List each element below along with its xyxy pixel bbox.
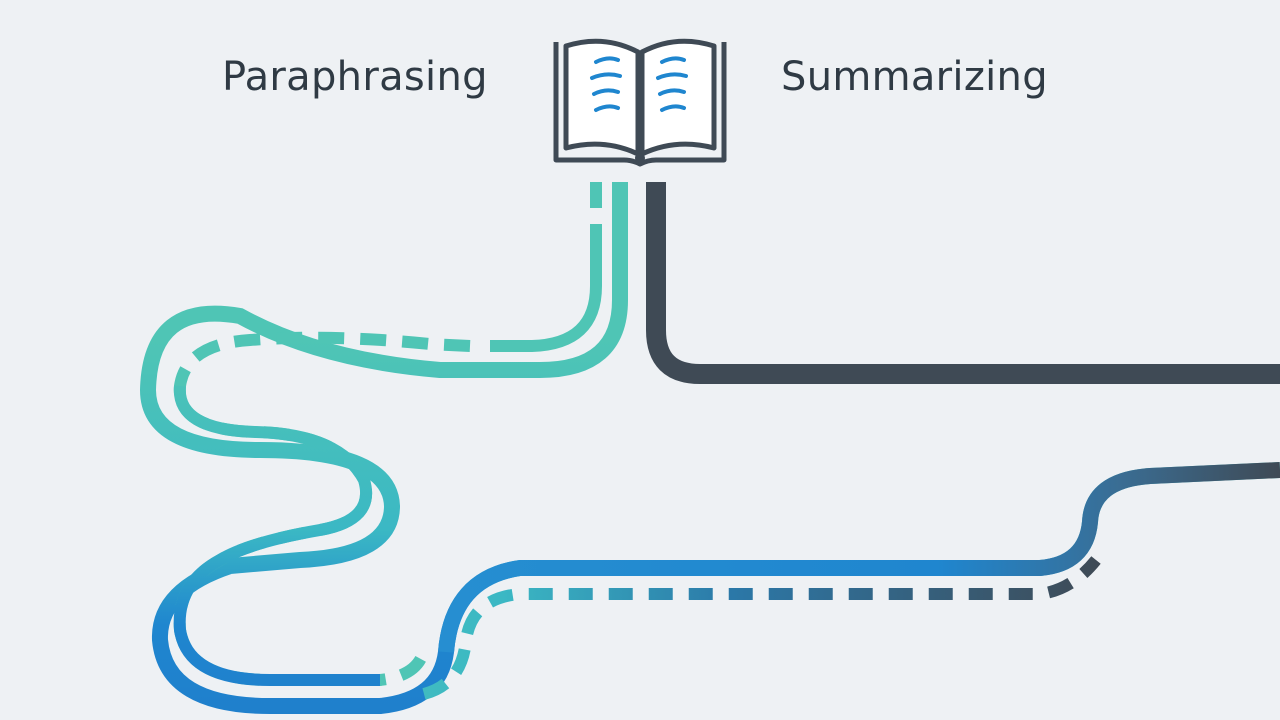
- paraphrasing-inner-path: [490, 240, 602, 352]
- summarizing-label: Summarizing: [781, 54, 1048, 100]
- paraphrasing-inner-loop: [173, 385, 380, 686]
- summarizing-path: [646, 182, 1280, 384]
- paraphrasing-label: Paraphrasing: [222, 54, 488, 100]
- paraphrasing-dashed-bottom: [422, 556, 1101, 700]
- paraphrasing-bottom-path: [438, 462, 1280, 653]
- open-book-icon: [553, 38, 727, 167]
